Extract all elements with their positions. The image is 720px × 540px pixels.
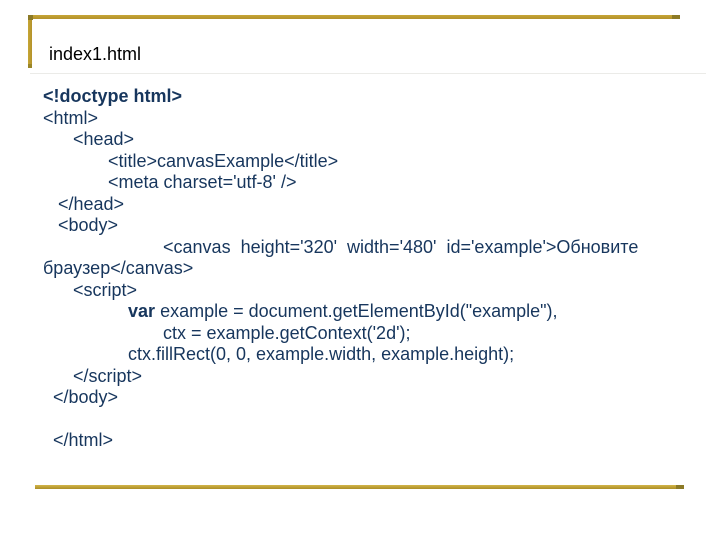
code-line: <body>	[43, 215, 638, 237]
code-line-text: </script>	[43, 365, 143, 386]
gold-border-tip	[28, 64, 32, 68]
code-line-text: <script>	[43, 279, 138, 300]
page-title: index1.html	[49, 44, 142, 64]
code-line-text: <title>canvasExample</title>	[43, 150, 339, 171]
code-line-text: </body>	[43, 387, 119, 407]
code-line-bold: var	[128, 301, 156, 321]
title-divider-line	[30, 73, 706, 74]
code-line: ctx = example.getContext('2d');	[43, 323, 638, 345]
code-line-text: </head>	[43, 193, 125, 214]
code-line: браузер</canvas>	[43, 258, 638, 280]
code-block: <!doctype html> <html> <head> <title>can…	[43, 86, 638, 452]
code-line: </head>	[43, 194, 638, 216]
code-line: <meta charset='utf-8' />	[43, 172, 638, 194]
code-line: <script>	[43, 280, 638, 302]
code-line-text: <body>	[43, 215, 119, 235]
code-line-text: ctx.fillRect(0, 0, example.width, exampl…	[43, 344, 515, 364]
code-line-text: example = document.getElementById("examp…	[155, 301, 558, 321]
left-gold-border	[28, 15, 32, 68]
code-line: <!doctype html>	[43, 86, 638, 108]
code-line: </body>	[43, 387, 638, 409]
gold-corner-square	[28, 15, 33, 20]
code-line-text: <head>	[43, 129, 135, 149]
code-line: var example = document.getElementById("e…	[43, 301, 638, 323]
code-line-text: ctx = example.getContext('2d');	[43, 322, 411, 343]
code-line: <title>canvasExample</title>	[43, 151, 638, 173]
code-line-indent	[43, 301, 128, 321]
code-line: <html>	[43, 108, 638, 130]
code-line: ctx.fillRect(0, 0, example.width, exampl…	[43, 344, 638, 366]
code-line: <head>	[43, 129, 638, 151]
top-gold-border	[28, 15, 680, 19]
code-line-text: </html>	[43, 430, 114, 450]
code-line-bold: <!doctype html>	[43, 86, 183, 106]
code-line-text: браузер</canvas>	[43, 258, 194, 278]
code-line: <canvas height='320' width='480' id='exa…	[43, 237, 638, 259]
code-line-text: <canvas height='320' width='480' id='exa…	[43, 236, 639, 257]
code-line: </html>	[43, 430, 638, 452]
code-line	[43, 409, 638, 431]
code-line: </script>	[43, 366, 638, 388]
code-line-text: <meta charset='utf-8' />	[43, 172, 297, 192]
bottom-gold-border	[35, 485, 684, 489]
code-line-text: <html>	[43, 107, 99, 128]
